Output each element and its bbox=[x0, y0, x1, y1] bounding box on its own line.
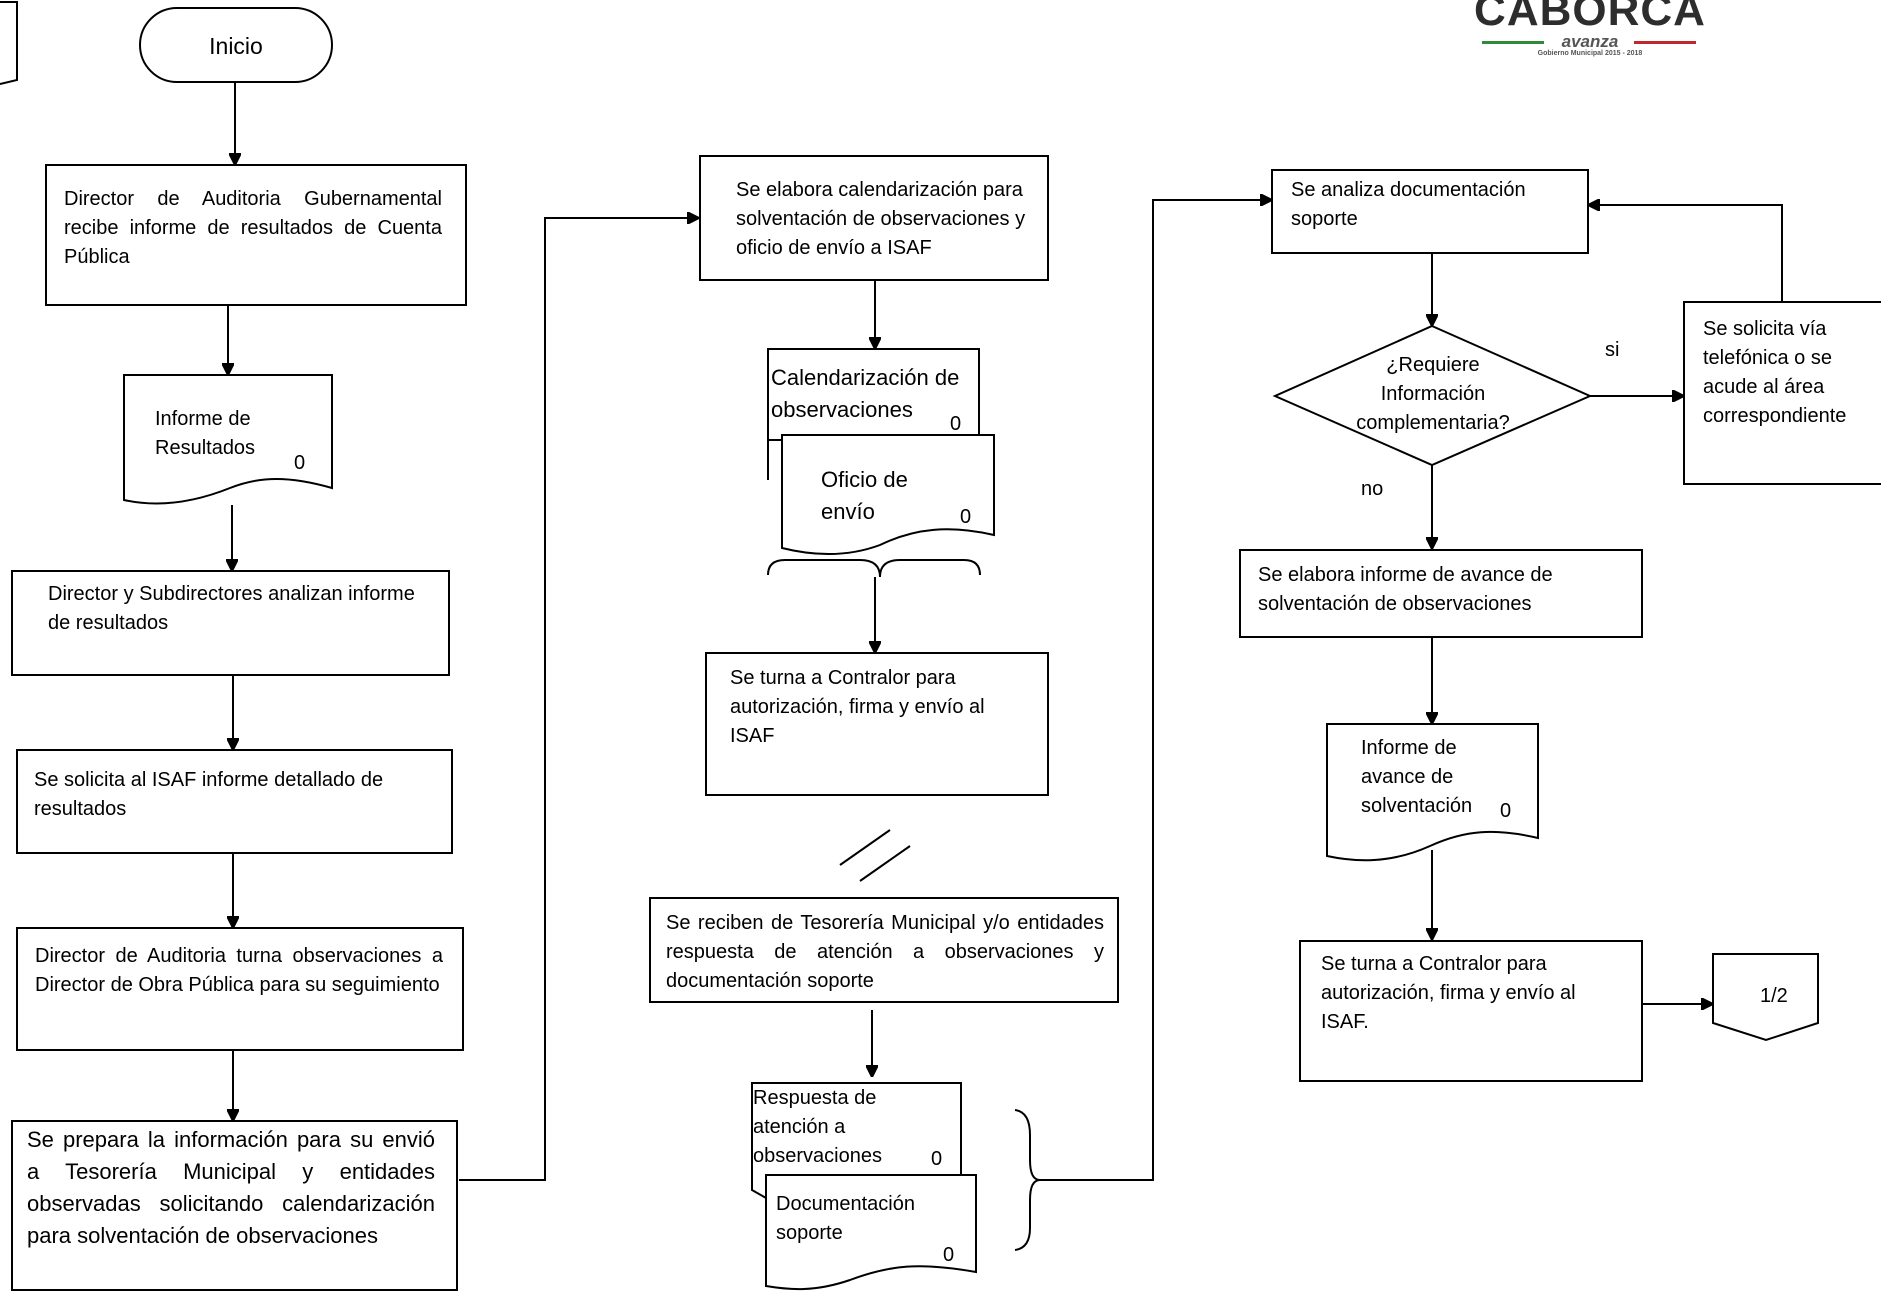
label-director-recibe: Director de Auditoria Gubernamental reci… bbox=[64, 188, 442, 268]
logo-bar-green bbox=[1482, 41, 1544, 44]
caborca-logo: CABORCA avanza Gobierno Municipal 2015 -… bbox=[1470, 0, 1710, 76]
label-elabora-calendarizacion: Se elabora calendarización para solventa… bbox=[736, 179, 1026, 259]
process-box-solicita-isaf bbox=[16, 749, 453, 854]
break-mark-line-2 bbox=[859, 845, 911, 882]
label-informe-avance: Informe de avance de solventación bbox=[1361, 737, 1473, 817]
process-box-elabora-calendarizacion bbox=[699, 155, 1049, 281]
logo-caption: Gobierno Municipal 2015 - 2018 bbox=[1537, 50, 1643, 57]
label-turna-observaciones: Director de Auditoria turna observacione… bbox=[35, 945, 443, 996]
label-elabora-informe-avance: Se elabora informe de avance de solventa… bbox=[1258, 564, 1553, 615]
label-conector: 1/2 bbox=[1760, 985, 1788, 1007]
process-box-turna-observaciones bbox=[16, 927, 464, 1051]
process-box-director-recibe bbox=[45, 164, 467, 306]
label-solicita-isaf: Se solicita al ISAF informe detallado de… bbox=[34, 769, 384, 820]
break-mark-line-1 bbox=[839, 829, 891, 866]
process-box-analiza-documentacion bbox=[1271, 169, 1589, 254]
process-box-turna-contralor-2 bbox=[1299, 940, 1643, 1082]
num-informe-resultados: 0 bbox=[294, 452, 306, 474]
label-documentacion: Documentación soporte bbox=[776, 1193, 915, 1244]
num-documentacion: 0 bbox=[943, 1244, 955, 1266]
logo-bar-red bbox=[1634, 41, 1696, 44]
label-analizan: Director y Subdirectores analizan inform… bbox=[48, 583, 415, 634]
process-box-reciben-tesoreria bbox=[649, 897, 1119, 1003]
label-analiza-documentacion: Se analiza documentación soporte bbox=[1291, 179, 1526, 230]
process-box-elabora-informe-avance bbox=[1239, 549, 1643, 638]
process-box-analizan bbox=[11, 570, 450, 676]
label-si: si bbox=[1605, 339, 1620, 361]
document-informe-resultados bbox=[123, 374, 333, 505]
label-oficio: Oficio de envío bbox=[821, 467, 908, 524]
label-respuesta: Respuesta de atención a observaciones bbox=[753, 1087, 882, 1167]
label-prepara-informacion: Se prepara la información para su envió … bbox=[27, 1127, 435, 1248]
brace-respuesta bbox=[1014, 1109, 1041, 1251]
label-calendarizacion: Calendarización de observaciones bbox=[771, 365, 960, 422]
process-box-solicita-via bbox=[1683, 301, 1881, 485]
brace-documents bbox=[767, 559, 981, 578]
label-solicita-via: Se solicita vía telefónica o se acude al… bbox=[1703, 318, 1847, 427]
offpage-left-shape bbox=[0, 1, 18, 85]
label-informe-resultados: Informe de Resultados bbox=[155, 408, 256, 459]
offpage-connector bbox=[1712, 953, 1819, 1042]
start-label: Inicio bbox=[209, 33, 263, 59]
document-documentacion bbox=[765, 1174, 977, 1291]
logo-subtitle: avanza bbox=[1561, 32, 1619, 51]
document-oficio bbox=[781, 434, 995, 555]
label-reciben-tesoreria: Se reciben de Tesorería Municipal y/o en… bbox=[666, 912, 1104, 992]
num-informe-avance: 0 bbox=[1500, 800, 1512, 822]
num-calendarizacion: 0 bbox=[950, 413, 962, 435]
process-box-turna-contralor-1 bbox=[705, 652, 1049, 796]
num-oficio: 0 bbox=[960, 506, 972, 528]
document-informe-avance bbox=[1326, 723, 1539, 862]
label-decision: ¿Requiere Información complementaria? bbox=[1356, 354, 1510, 434]
label-turna-contralor-1: Se turna a Contralor para autorización, … bbox=[730, 667, 985, 747]
num-respuesta: 0 bbox=[931, 1148, 943, 1170]
label-turna-contralor-2: Se turna a Contralor para autorización, … bbox=[1321, 953, 1576, 1033]
logo-title: CABORCA bbox=[1474, 0, 1706, 35]
label-no: no bbox=[1361, 478, 1384, 500]
process-box-prepara-informacion bbox=[11, 1120, 458, 1291]
